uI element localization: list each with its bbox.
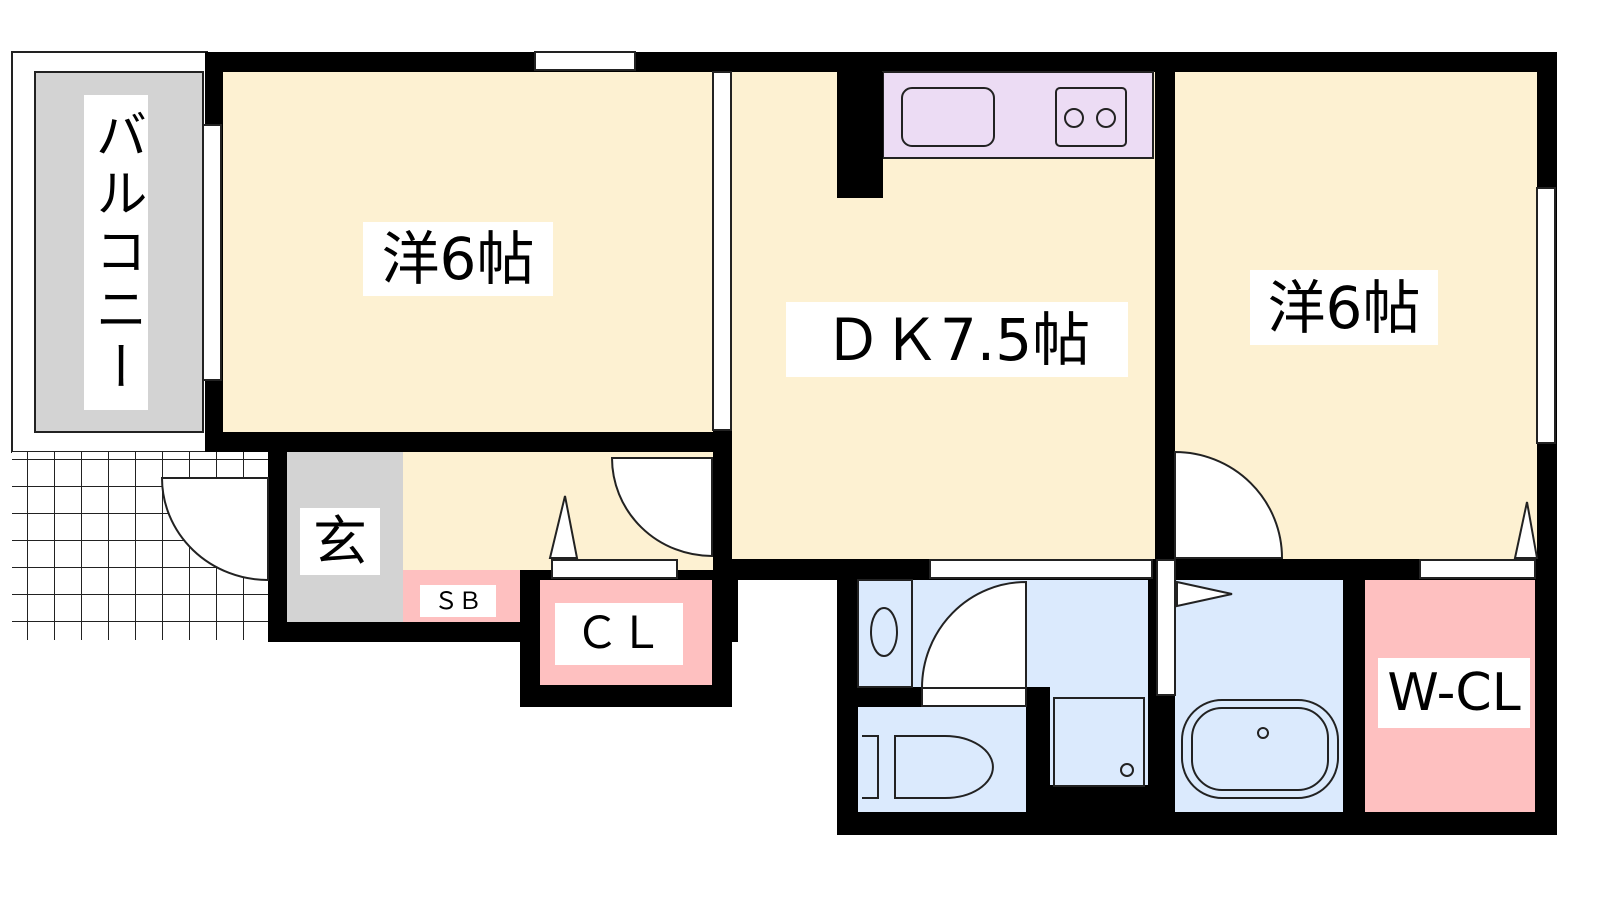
stove-icon [1055, 87, 1127, 147]
bathroom [1175, 580, 1343, 812]
washbasin-icon [857, 579, 913, 688]
kitchen-counter [882, 71, 1154, 159]
room-label-western-right: 洋6帖 [1250, 270, 1438, 345]
room-label-balcony: バルコニー [84, 95, 148, 410]
room-label-walk-in-closet: W-CL [1378, 658, 1530, 728]
pillar [837, 72, 883, 198]
toilet-room [858, 707, 1026, 812]
sink-icon [901, 87, 995, 147]
room-label-closet: ＣＬ [555, 603, 683, 665]
room-label-shoe-box: ＳＢ [420, 585, 496, 617]
washing-machine-icon [1053, 697, 1145, 787]
doors [160, 51, 1556, 707]
bathtub-icon [1181, 699, 1339, 799]
washroom-lower [1050, 580, 1148, 785]
room-label-dk: ＤＫ7.5帖 [786, 302, 1128, 377]
toilet-icon [862, 735, 994, 799]
room-label-entrance: 玄 [300, 508, 380, 575]
room-label-western-left: 洋6帖 [363, 222, 553, 296]
